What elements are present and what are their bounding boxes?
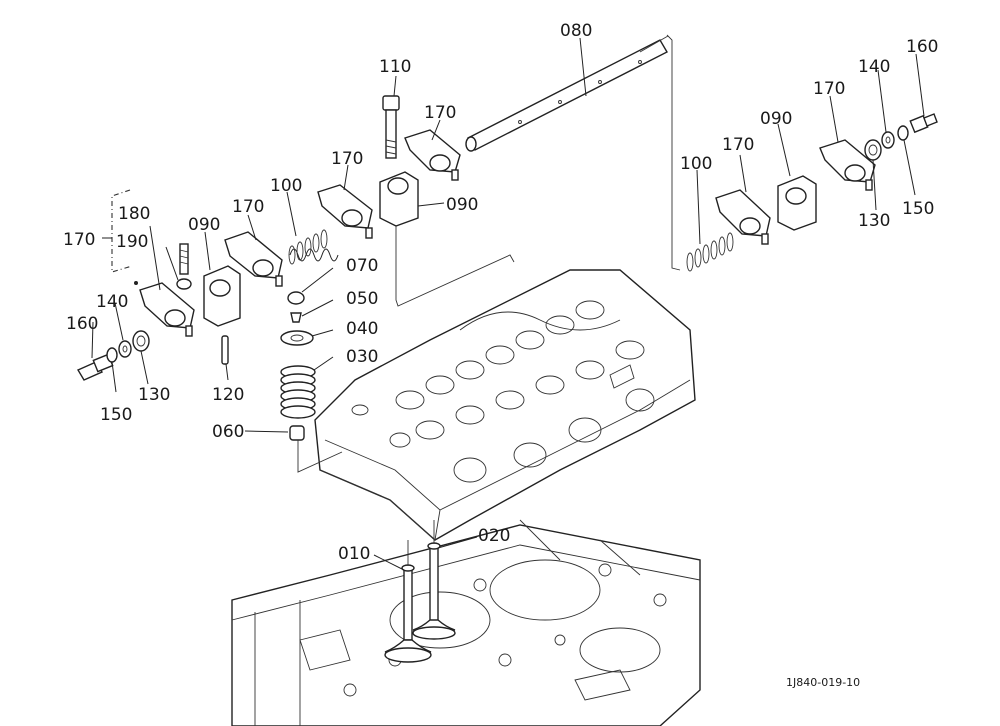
- valve-intake: [384, 564, 432, 663]
- spring-retainer: [280, 330, 314, 346]
- washer-150-right: [897, 125, 909, 141]
- callout-140-left: 140: [96, 292, 128, 312]
- callout-070: 070: [346, 256, 378, 276]
- callout-170-right-top: 170: [813, 79, 845, 99]
- lock-nut: [176, 278, 192, 290]
- callout-160-right: 160: [906, 37, 938, 57]
- callout-090-mid: 090: [446, 195, 478, 215]
- callout-090-left: 090: [188, 215, 220, 235]
- callout-030: 030: [346, 347, 378, 367]
- callout-170-right: 170: [722, 135, 754, 155]
- callout-020: 020: [478, 526, 510, 546]
- rocker-arm-right-top: [819, 139, 876, 191]
- rocker-bracket-mid: [379, 171, 419, 227]
- washer-130-right: [864, 139, 882, 161]
- washer-130-left: [132, 330, 150, 352]
- callout-170-bracket: 170: [63, 230, 95, 250]
- callout-150-right: 150: [902, 199, 934, 219]
- callout-090-right: 090: [760, 109, 792, 129]
- callout-060: 060: [212, 422, 244, 442]
- washer-140-left: [118, 340, 132, 358]
- valve-cotter: [290, 312, 302, 323]
- rocker-arm-right: [715, 189, 771, 245]
- callout-120: 120: [212, 385, 244, 405]
- washer-150-left: [106, 347, 118, 363]
- callout-170-left: 170: [232, 197, 264, 217]
- end-plug-right: [909, 113, 938, 134]
- callout-160-left: 160: [66, 314, 98, 334]
- rocker-arm-bracket: [139, 282, 195, 337]
- callout-040: 040: [346, 319, 378, 339]
- callout-100-mid: 100: [270, 176, 302, 196]
- callout-080: 080: [560, 21, 592, 41]
- rocker-bracket-left: [203, 265, 241, 327]
- rocker-bracket-right: [777, 175, 817, 231]
- callout-050: 050: [346, 289, 378, 309]
- callout-100-right: 100: [680, 154, 712, 174]
- valve-cap: [287, 291, 305, 305]
- callout-110: 110: [379, 57, 411, 77]
- valve-stem-seal: [289, 425, 305, 441]
- shaft-spring-right: [686, 232, 734, 272]
- callout-180: 180: [118, 204, 150, 224]
- figure-code: 1J840-019-10: [786, 676, 860, 689]
- callout-190: 190: [116, 232, 148, 252]
- valve-spring: [280, 365, 316, 419]
- rocker-arm-shaft: [465, 39, 668, 152]
- cylinder-head: [314, 269, 696, 541]
- adjusting-screw: [179, 243, 189, 275]
- callout-130-right: 130: [858, 211, 890, 231]
- leader-lines: [91, 37, 925, 571]
- callout-170-top: 170: [424, 103, 456, 123]
- engine-block: [231, 519, 701, 726]
- valve-exhaust: [412, 542, 456, 640]
- bracket-bolt: [382, 95, 400, 159]
- bracket-pin: [221, 335, 229, 365]
- callout-170-mid: 170: [331, 149, 363, 169]
- callout-150-left: 150: [100, 405, 132, 425]
- shaft-spring-mid: [288, 229, 339, 265]
- assembly-guide-lines: [297, 34, 681, 566]
- group-bracket-left: [102, 189, 138, 285]
- rocker-arm-top: [404, 129, 461, 181]
- callout-010: 010: [338, 544, 370, 564]
- washer-140-right: [881, 131, 895, 149]
- callout-130-left: 130: [138, 385, 170, 405]
- rocker-arm-mid: [317, 184, 373, 239]
- callout-labels: 080 110 170 170 090 100 170 090 180 190 …: [63, 21, 938, 689]
- callout-140-right: 140: [858, 57, 890, 77]
- rocker-arm-left: [224, 231, 283, 287]
